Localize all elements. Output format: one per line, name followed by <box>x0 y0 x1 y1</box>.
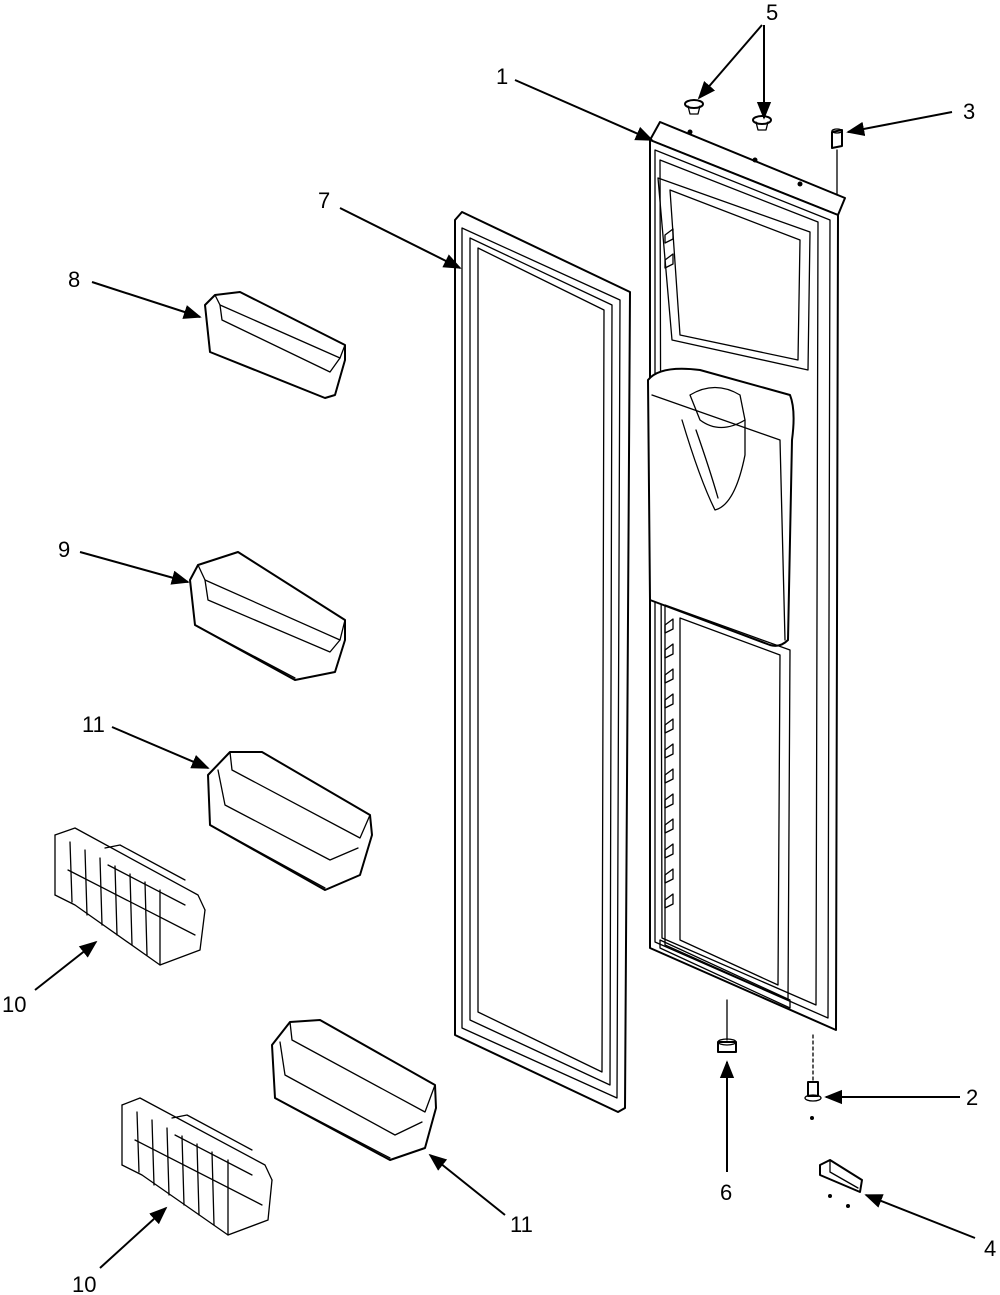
callout-8: 8 <box>68 267 80 292</box>
callout-5: 5 <box>766 0 778 25</box>
hinge-bracket-part-4 <box>819 1159 863 1208</box>
bushing-part-3 <box>831 128 843 196</box>
callout-9: 9 <box>58 537 70 562</box>
callout-4: 4 <box>984 1236 996 1261</box>
door-bin-part-11-upper <box>207 751 373 891</box>
wire-rack-part-10-upper <box>54 827 206 966</box>
callout-11-lower: 11 <box>510 1212 533 1237</box>
hinge-pin-part-2 <box>804 1034 822 1120</box>
callout-10-upper: 10 <box>2 992 26 1017</box>
callout-3: 3 <box>963 99 975 124</box>
callout-2: 2 <box>966 1085 978 1110</box>
callout-7: 7 <box>318 188 330 213</box>
callout-1: 1 <box>496 64 508 89</box>
door-gasket-part-7 <box>454 211 631 1113</box>
door-bin-part-11-lower <box>271 1019 437 1161</box>
shelf-tab-column <box>664 228 674 909</box>
bushing-part-6 <box>717 999 737 1053</box>
leader-arrows <box>34 24 976 1269</box>
callout-10-lower: 10 <box>72 1272 96 1295</box>
door-assembly-part-1 <box>647 121 846 1031</box>
door-bin-part-8 <box>204 291 346 399</box>
wire-rack-part-10-lower <box>121 1097 273 1236</box>
plug-part-5-right <box>752 115 772 131</box>
plug-part-5-left <box>684 99 704 115</box>
callout-11-upper: 11 <box>82 712 105 737</box>
door-bin-part-9 <box>189 551 346 681</box>
callout-6: 6 <box>720 1180 732 1205</box>
